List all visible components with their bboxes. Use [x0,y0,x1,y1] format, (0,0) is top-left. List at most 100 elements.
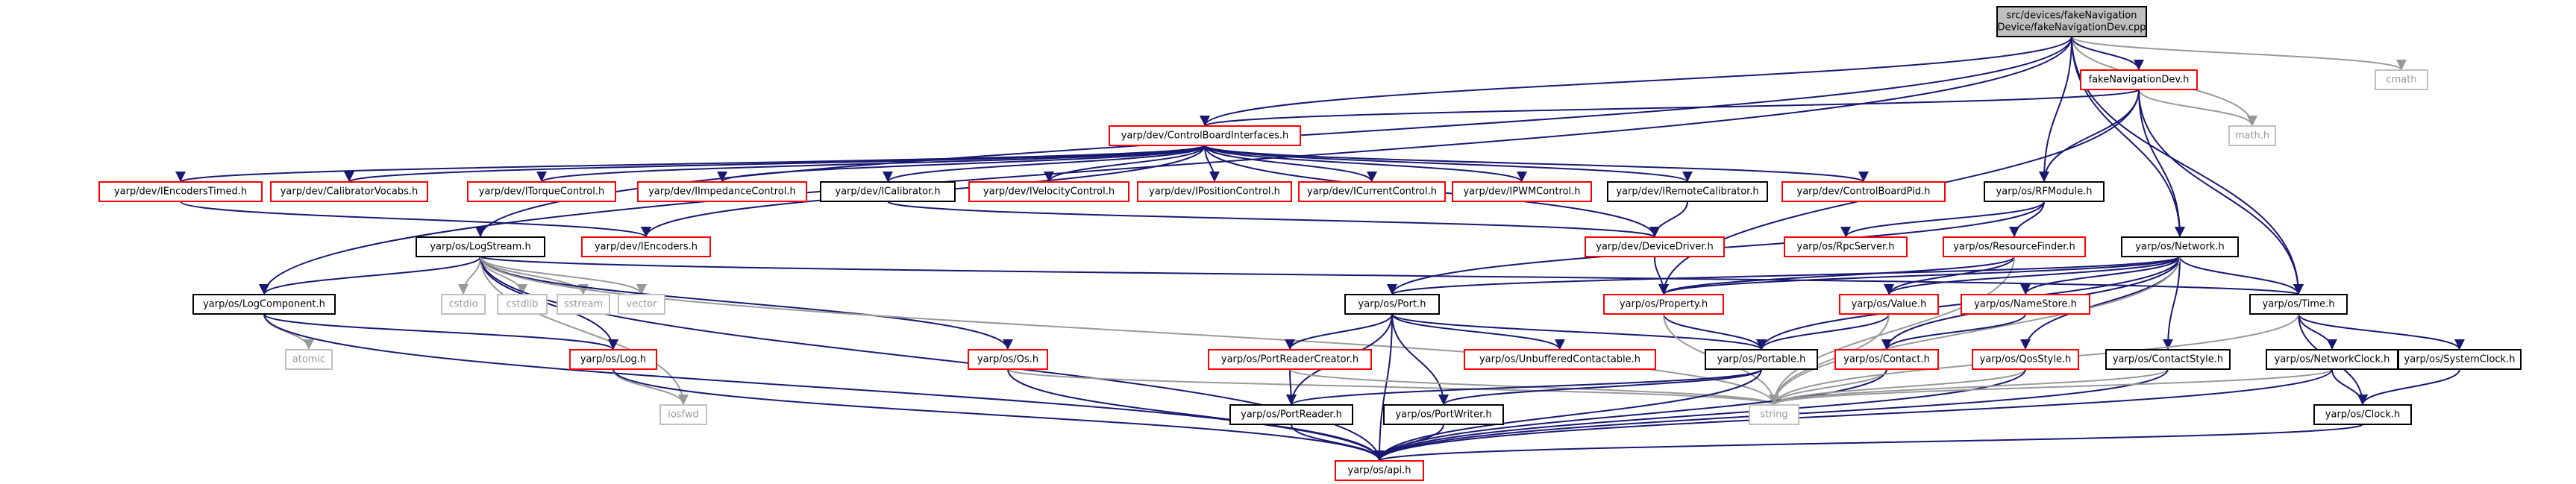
edge-qosstyle-to-string [1769,368,2026,406]
node-box [1607,181,1768,202]
node-label: yarp/dev/ICalibrator.h [835,186,940,198]
node-yarp-os-qosstyle-h[interactable]: yarp/os/QosStyle.h [1972,349,2079,370]
node-box [1961,294,2090,315]
node-yarp-os-unbufferedcontactable-h[interactable]: yarp/os/UnbufferedContactable.h [1464,349,1656,370]
node-yarp-dev-ipositioncontrol-h[interactable]: yarp/dev/IPositionControl.h [1137,181,1292,202]
node-yarp-dev-icalibrator-h[interactable]: yarp/dev/ICalibrator.h [820,181,956,202]
node-yarp-os-port-h[interactable]: yarp/os/Port.h [1344,294,1440,315]
node-yarp-os-network-h[interactable]: yarp/os/Network.h [2121,236,2239,257]
node-yarp-os-api-h[interactable]: yarp/os/api.h [1335,460,1424,481]
node-yarp-os-portable-h[interactable]: yarp/os/Portable.h [1705,349,1818,370]
node-label: yarp/os/ContactStyle.h [2113,354,2223,365]
edge-cbi-to-itorque [536,145,1206,183]
node-label: yarp/os/Value.h [1852,299,1927,310]
node-box [2266,349,2398,370]
edge-logstream-to-logcomp [259,256,481,295]
node-yarp-dev-iencoderstimed-h[interactable]: yarp/dev/IEncodersTimed.h [98,181,263,202]
edge-network-to-value [1884,256,2181,295]
node-fakenavigationdev-h[interactable]: fakeNavigationDev.h [2080,69,2198,90]
node-yarp-os-value-h[interactable]: yarp/os/Value.h [1839,294,1939,315]
nodes-layer: src/devices/fakeNavigationDevice/fakeNav… [98,6,2522,481]
edge-logstream-to-time [480,256,2303,295]
node-box [2398,349,2522,370]
node-box [820,181,956,202]
node-yarp-dev-controlboardpid-h[interactable]: yarp/dev/ControlBoardPid.h [1781,181,1946,202]
edge-logcomp-to-log [263,313,618,351]
edge-cbi-to-icalib [883,145,1206,183]
node-yarp-os-rpcserver-h[interactable]: yarp/os/RpcServer.h [1784,236,1908,257]
node-box [2249,294,2348,315]
node-yarp-os-time-h[interactable]: yarp/os/Time.h [2249,294,2348,315]
node-yarp-os-networkclock-h[interactable]: yarp/os/NetworkClock.h [2266,349,2398,370]
edge-portable-to-api [1374,368,1762,462]
node-yarp-os-property-h[interactable]: yarp/os/Property.h [1603,294,1724,315]
node-yarp-dev-iimpedancecontrol-h[interactable]: yarp/dev/IImpedanceControl.h [637,181,807,202]
node-yarp-dev-devicedriver-h[interactable]: yarp/dev/DeviceDriver.h [1585,236,1725,257]
edge-namestore-to-contact [1881,313,2026,351]
node-yarp-os-logcomponent-h[interactable]: yarp/os/LogComponent.h [192,294,336,315]
node-string: string [1749,404,1799,425]
node-yarp-os-systemclock-h[interactable]: yarp/os/SystemClock.h [2398,349,2522,370]
node-yarp-dev-controlboardinterfaces-h[interactable]: yarp/dev/ControlBoardInterfaces.h [1109,125,1301,146]
node-yarp-os-os-h[interactable]: yarp/os/Os.h [968,349,1048,370]
node-yarp-os-logstream-h[interactable]: yarp/os/LogStream.h [416,236,545,257]
node-label: yarp/os/Port.h [1358,299,1426,310]
node-yarp-dev-itorquecontrol-h[interactable]: yarp/dev/ITorqueControl.h [467,181,616,202]
node-label: yarp/os/api.h [1348,465,1411,477]
node-label: yarp/os/Contact.h [1843,354,1930,365]
node-yarp-os-clock-h[interactable]: yarp/os/Clock.h [2313,404,2412,425]
node-math-h: math.h [2228,125,2276,146]
node-yarp-dev-iencoders-h[interactable]: yarp/dev/IEncoders.h [581,236,711,257]
node-box [2313,404,2412,425]
edge-icalib-to-devdriver [887,201,1660,238]
node-box [2228,125,2276,146]
edge-rfmodule-to-resfinder [2009,201,2045,238]
node-label: yarp/os/Time.h [2263,299,2335,310]
node-yarp-dev-iremotecalibrator-h[interactable]: yarp/dev/IRemoteCalibrator.h [1607,181,1768,202]
node-box [1705,349,1818,370]
node-box [618,294,665,315]
node-box [270,181,428,202]
node-label: yarp/dev/ControlBoardInterfaces.h [1121,131,1289,142]
node-box [1784,236,1908,257]
edge-network-to-property [1658,256,2181,295]
edge-port-to-portreadercreator [1285,313,1393,351]
node-yarp-os-portreadercreator-h[interactable]: yarp/os/PortReaderCreator.h [1208,349,1372,370]
node-box [1839,294,1939,315]
node-yarp-os-resourcefinder-h[interactable]: yarp/os/ResourceFinder.h [1943,236,2086,257]
node-yarp-os-namestore-h[interactable]: yarp/os/NameStore.h [1961,294,2090,315]
node-label: yarp/dev/IPositionControl.h [1149,186,1280,198]
edge-network-to-contactstyle [2163,256,2181,351]
node-box [1749,404,1799,425]
node-yarp-os-log-h[interactable]: yarp/os/Log.h [569,349,657,370]
node-box [416,236,545,257]
edge-portreadercreator-to-portreader [1285,368,1297,406]
edge-portable-to-portwriter [1438,368,1762,406]
node-box [637,181,807,202]
node-label: yarp/os/Log.h [580,354,646,365]
node-box [467,181,616,202]
edge-ienctimed-to-iencoders [180,201,651,238]
node-label: yarp/os/PortWriter.h [1395,409,1491,421]
node-label: src/devices/fakeNavigation [2007,10,2137,22]
node-yarp-dev-ipwmcontrol-h[interactable]: yarp/dev/IPWMControl.h [1452,181,1592,202]
node-box [1972,349,2079,370]
node-yarp-dev-calibratorvocabs-h[interactable]: yarp/dev/CalibratorVocabs.h [270,181,428,202]
node-label: iosfwd [668,409,699,421]
edge-iremcal-to-devdriver [1649,201,1688,238]
node-yarp-dev-icurrentcontrol-h[interactable]: yarp/dev/ICurrentControl.h [1298,181,1446,202]
edge-cbi-to-cbpid [1204,145,1869,183]
node-yarp-os-portreader-h[interactable]: yarp/os/PortReader.h [1229,404,1353,425]
node-label: yarp/os/QosStyle.h [1980,354,2072,365]
node-box [1109,125,1301,146]
node-yarp-os-rfmodule-h[interactable]: yarp/os/RFModule.h [1984,181,2105,202]
edge-logcomp-to-atomic [263,313,314,351]
node-yarp-os-portwriter-h[interactable]: yarp/os/PortWriter.h [1383,404,1504,425]
edge-root-to-cmath [2071,36,2407,71]
node-label: yarp/dev/IImpedanceControl.h [648,186,796,198]
node-yarp-os-contact-h[interactable]: yarp/os/Contact.h [1834,349,1939,370]
node-label: yarp/os/Network.h [2135,242,2224,253]
node-yarp-dev-ivelocitycontrol-h[interactable]: yarp/dev/IVelocityControl.h [968,181,1129,202]
node-yarp-os-contactstyle-h[interactable]: yarp/os/ContactStyle.h [2105,349,2231,370]
node-label: cstdio [449,299,478,310]
